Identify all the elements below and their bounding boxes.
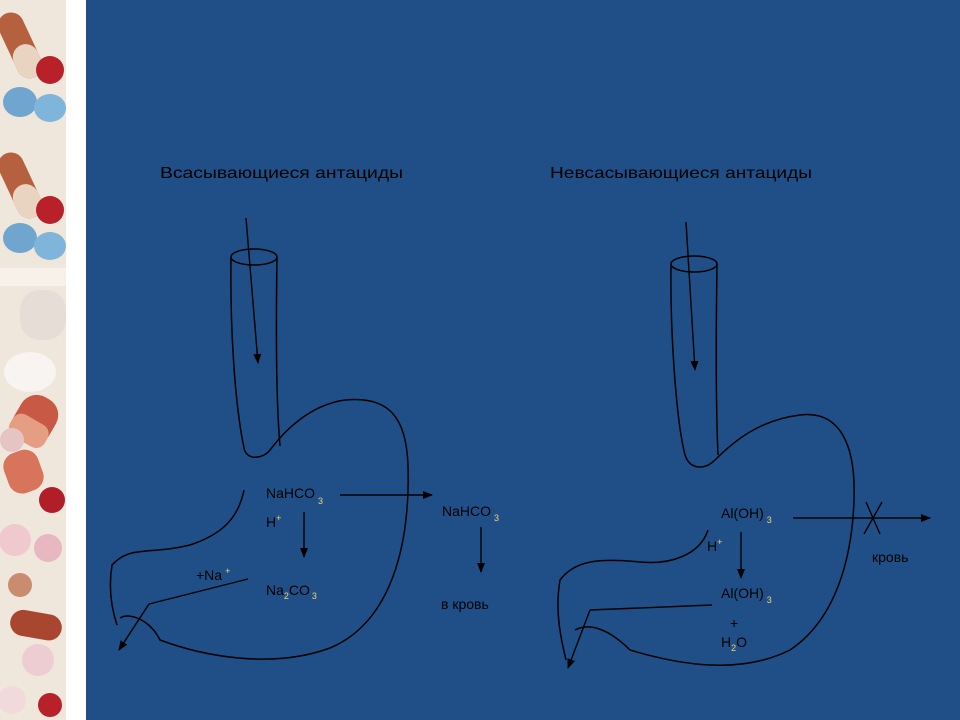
right-entry-arrow bbox=[685, 221, 699, 371]
slide-background bbox=[86, 0, 960, 720]
right-block-cross bbox=[863, 501, 883, 535]
left-ion-na: +Na+ bbox=[196, 566, 230, 583]
left-heading: Всасывающиеся антациды bbox=[160, 165, 403, 182]
left-entry-arrow bbox=[245, 217, 262, 364]
right-heading: Невсасывающиеся антациды bbox=[550, 165, 812, 182]
right-plus: + bbox=[730, 615, 738, 631]
right-water: H2O bbox=[721, 634, 747, 653]
left-exit-arrow bbox=[118, 603, 150, 651]
white-divider bbox=[66, 0, 86, 720]
right-product: Al(OH)3 bbox=[721, 585, 772, 605]
right-line bbox=[589, 604, 713, 611]
left-na-line bbox=[148, 578, 249, 605]
pills-image bbox=[0, 0, 66, 720]
right-exit-arrow bbox=[567, 609, 591, 669]
right-blocked-label: кровь bbox=[872, 549, 908, 565]
right-compound-top: Al(OH)3 bbox=[721, 505, 772, 525]
left-ion-h: H+ bbox=[266, 513, 281, 530]
right-stomach-outline bbox=[557, 255, 855, 666]
right-ion-h: H+ bbox=[707, 537, 722, 554]
left-outside-label: в кровь bbox=[441, 596, 489, 612]
pills-decorative-strip bbox=[0, 0, 66, 720]
left-stomach-outline bbox=[109, 248, 409, 660]
